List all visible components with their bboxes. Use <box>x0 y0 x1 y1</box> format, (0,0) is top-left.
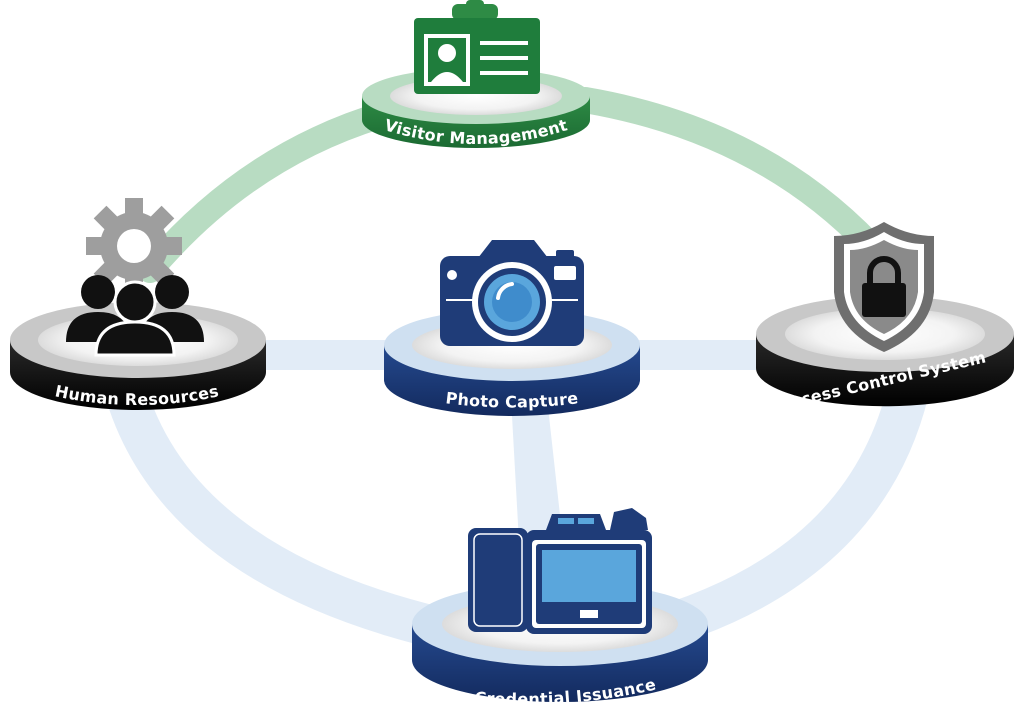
node-credential-issuance[interactable]: Credential Issuance <box>412 508 708 709</box>
node-human-resources[interactable]: Human Resources <box>10 198 266 410</box>
people-gear-icon <box>66 198 204 357</box>
camera-icon <box>440 240 584 346</box>
card-printer-icon <box>468 508 652 634</box>
svg-text:Photo Capture: Photo Capture <box>445 388 580 411</box>
node-visitor-management[interactable]: Visitor Management <box>362 0 590 148</box>
shield-lock-icon <box>834 222 934 352</box>
id-badge-icon <box>414 0 540 94</box>
photo-capture-label: Photo Capture <box>445 388 579 411</box>
node-access-control-system[interactable]: Access Control System <box>756 222 1014 414</box>
connector-photo-credential <box>510 380 565 560</box>
node-photo-capture[interactable]: Photo Capture <box>384 240 640 416</box>
